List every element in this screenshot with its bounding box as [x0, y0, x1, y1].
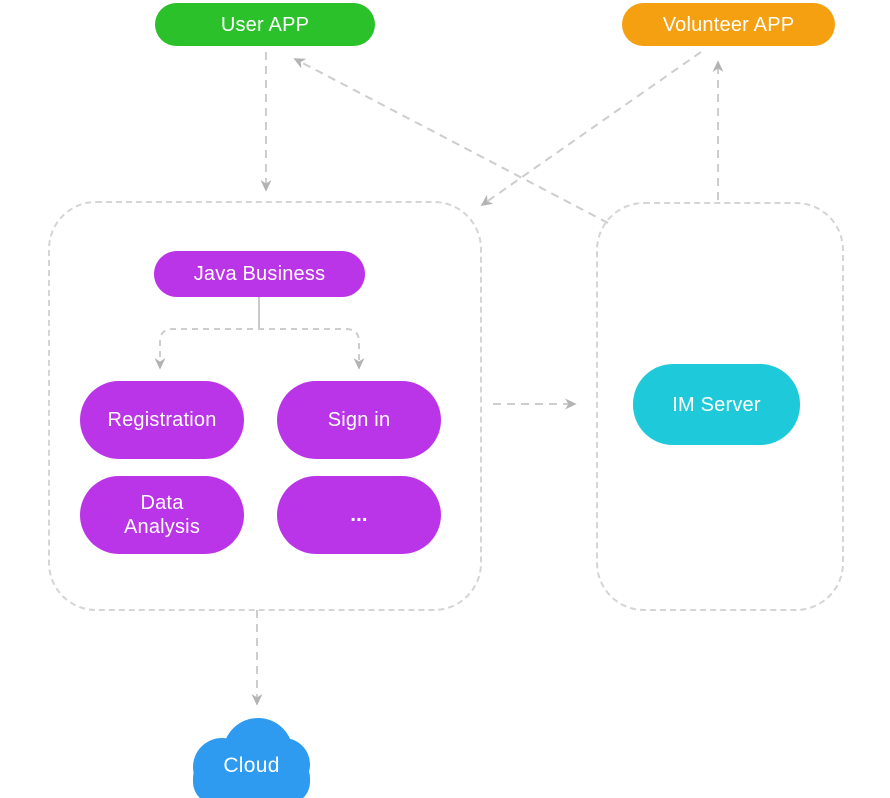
backend-container — [48, 201, 482, 611]
node-im-server-label: IM Server — [672, 393, 761, 416]
node-volunteer-app: Volunteer APP — [622, 3, 835, 46]
node-sign-in: Sign in — [277, 381, 441, 459]
node-data-analysis: Data Analysis — [80, 476, 244, 554]
node-registration-label: Registration — [107, 409, 217, 431]
edge-javabusiness-branch — [154, 328, 365, 370]
node-user-app: User APP — [155, 3, 375, 46]
cloud-icon — [193, 756, 310, 798]
node-more: ... — [277, 476, 441, 554]
node-cloud-label: Cloud — [223, 754, 280, 777]
node-volunteer-app-label: Volunteer APP — [662, 13, 795, 36]
node-data-analysis-label: Data Analysis — [123, 492, 201, 538]
node-user-app-label: User APP — [220, 13, 310, 36]
edge-volunteerapp-to-backend — [480, 51, 702, 206]
node-sign-in-label: Sign in — [327, 409, 391, 431]
node-java-business-label: Java Business — [193, 263, 326, 285]
node-registration: Registration — [80, 381, 244, 459]
im-server-container — [596, 202, 844, 611]
node-java-business: Java Business — [154, 251, 365, 297]
edge-imcontainer-to-userapp — [293, 58, 609, 224]
node-more-label: ... — [350, 504, 368, 526]
node-im-server: IM Server — [633, 364, 800, 445]
node-cloud: Cloud — [193, 714, 310, 798]
